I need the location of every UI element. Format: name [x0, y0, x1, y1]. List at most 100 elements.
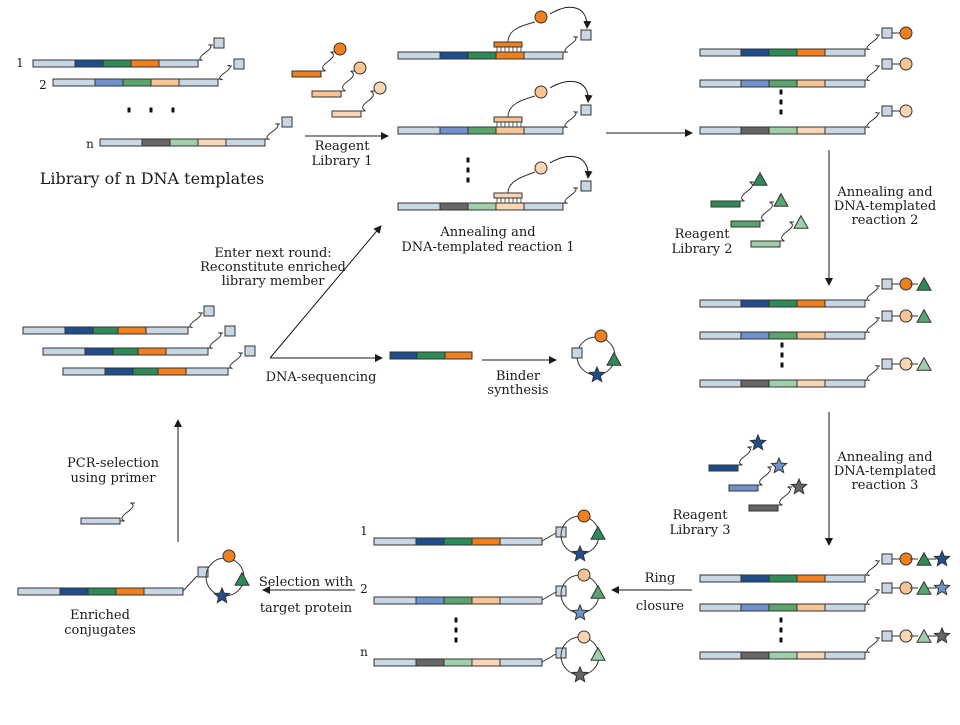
binder-synthesis-label: synthesis [487, 383, 548, 398]
codon-block [443, 537, 473, 546]
annealed-reagent [493, 192, 523, 199]
annealed-strand-n [397, 202, 564, 211]
ellipsis-dot [780, 352, 784, 358]
linker-curve [507, 171, 536, 194]
codon-block [443, 596, 473, 605]
codon-block [117, 326, 147, 335]
pcr-selection-label: PCR-selection [67, 456, 160, 471]
codon-block [471, 658, 501, 667]
building-block-circle-icon [594, 329, 608, 343]
building-block-circle-icon [373, 81, 387, 95]
dna-sequencing-label: DNA-sequencing [266, 370, 377, 385]
annealing-3-label: DNA-templated [834, 464, 936, 479]
index-label-1: 1 [360, 524, 368, 538]
pcr-selection-label: using primer [71, 471, 157, 486]
product-strand-n [699, 126, 866, 135]
building-block-circle-icon [534, 10, 548, 24]
building-block-star-icon [790, 477, 808, 495]
annealed-strand-1 [397, 51, 564, 60]
building-block-circle-icon [534, 85, 548, 99]
template-strand-2 [52, 78, 219, 87]
linker-square-icon [580, 29, 592, 41]
codon-block [94, 78, 124, 87]
building-block-circle-icon [899, 57, 913, 71]
codon-block [796, 299, 826, 308]
codon-block [768, 79, 798, 88]
linker-square-icon [203, 305, 215, 317]
codon-block [415, 596, 445, 605]
index-label-2: 2 [360, 582, 368, 596]
enriched-library-strand-2 [42, 347, 209, 356]
codon-block [768, 379, 798, 388]
building-block-triangle-icon [590, 584, 606, 599]
codon-block [157, 367, 187, 376]
codon-block [471, 537, 501, 546]
linker-square-icon [881, 310, 893, 322]
ellipsis-dot [454, 617, 458, 623]
codon-block [740, 79, 770, 88]
codon-block [59, 587, 89, 596]
product2-strand-1 [699, 299, 866, 308]
codon-block [796, 79, 826, 88]
building-block-triangle-icon [773, 192, 789, 207]
codon-block [137, 347, 167, 356]
linker-wiggle [739, 181, 755, 202]
linker-line [182, 575, 198, 592]
index-label-2: 2 [39, 78, 47, 92]
linker-wiggle [864, 317, 881, 333]
ring-closure-label: closure [636, 599, 685, 614]
linker-wiggle [217, 64, 233, 81]
codon-block [92, 326, 122, 335]
product-strand-2 [699, 79, 866, 88]
linker-wiggle [562, 187, 579, 204]
enter-next-round-label: library member [222, 274, 326, 289]
reagent-library-2-label: Library 2 [671, 242, 732, 257]
codon-block [141, 138, 171, 147]
ellipsis-dot [149, 107, 153, 113]
linker-square-icon [881, 105, 893, 117]
linker-wiggle [864, 637, 881, 653]
codon-block [495, 126, 525, 135]
linker-wiggle [759, 201, 775, 222]
codon-block [74, 59, 104, 68]
building-block-circle-icon [534, 161, 548, 175]
codon-block [467, 202, 497, 211]
building-block-star-icon [933, 626, 951, 644]
codon-block [150, 78, 180, 87]
reagent-library-2-label: Reagent [675, 227, 731, 242]
building-block-triangle-icon [752, 171, 768, 186]
annealing-3-label: reaction 3 [852, 478, 919, 493]
enter-next-round-label: Enter next round: [214, 246, 331, 261]
macrocycle-strand-1 [373, 537, 543, 546]
curved-arrow [549, 80, 593, 103]
linker-square-icon [881, 58, 893, 70]
codon-block [796, 331, 826, 340]
codon-block [104, 367, 134, 376]
ellipsis-dot [779, 617, 783, 623]
codon-block [796, 603, 826, 612]
linker-square-icon [881, 553, 893, 565]
reagent-library-1-label: Library 1 [311, 154, 372, 169]
codon-block [444, 351, 473, 360]
ellipsis-dot [779, 89, 783, 95]
reagent-oligo [748, 504, 779, 512]
codon-block [439, 51, 469, 60]
codon-block [415, 537, 445, 546]
linker-wiggle [360, 90, 376, 112]
annealed-strand-2 [397, 126, 564, 135]
building-block-circle-icon [577, 509, 591, 523]
codon-block [169, 138, 199, 147]
ellipsis-dot [127, 107, 131, 113]
building-block-triangle-icon [916, 628, 932, 643]
reagent-oligo [311, 90, 342, 98]
building-block-triangle-icon [916, 551, 932, 566]
building-block-star-icon [571, 665, 589, 683]
codon-block [122, 78, 152, 87]
building-block-triangle-icon [234, 571, 250, 586]
building-block-triangle-icon [793, 214, 809, 229]
codon-block [87, 587, 117, 596]
linker-square-icon [233, 58, 245, 70]
codon-block [495, 202, 525, 211]
codon-block [416, 351, 446, 360]
